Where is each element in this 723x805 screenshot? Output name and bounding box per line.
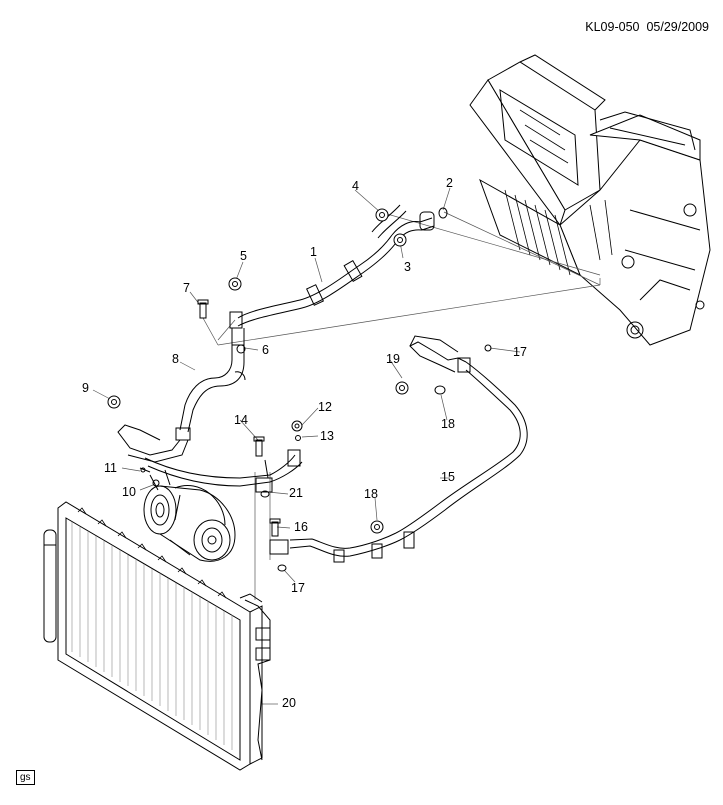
- callout-13: 13: [320, 429, 334, 443]
- callout-7: 7: [183, 281, 190, 295]
- suction-line-upper: [229, 204, 435, 346]
- callout-17-lower: 17: [291, 581, 305, 595]
- callout-19: 19: [386, 352, 400, 366]
- drawing-id: KL09-050: [585, 20, 640, 34]
- callout-14: 14: [234, 413, 248, 427]
- corner-tag: gs: [16, 770, 35, 785]
- hose-8: [117, 345, 246, 463]
- leader-lines: [92, 187, 601, 705]
- liquid-line-15: [269, 335, 528, 563]
- drawing-header: KL09-050 05/29/2009: [585, 20, 709, 34]
- callout-6: 6: [262, 343, 269, 357]
- callout-12: 12: [318, 400, 332, 414]
- drawing-date: 05/29/2009: [646, 20, 709, 34]
- callout-8: 8: [172, 352, 179, 366]
- callout-20: 20: [282, 696, 296, 710]
- compressor: [143, 469, 236, 562]
- callout-9: 9: [82, 381, 89, 395]
- callout-3: 3: [404, 260, 411, 274]
- callout-10: 10: [122, 485, 136, 499]
- callout-15: 15: [441, 470, 455, 484]
- condenser-20: [43, 501, 271, 771]
- callout-2: 2: [446, 176, 453, 190]
- callout-4: 4: [352, 179, 359, 193]
- hose-lower-suction: [144, 449, 303, 493]
- callout-18-upper: 18: [441, 417, 455, 431]
- callout-21: 21: [289, 486, 303, 500]
- callout-18-lower: 18: [364, 487, 378, 501]
- callout-1: 1: [310, 245, 317, 259]
- callout-11: 11: [104, 461, 117, 475]
- callout-16: 16: [294, 520, 308, 534]
- callout-17-upper: 17: [513, 345, 527, 359]
- hvac-module: [469, 54, 711, 346]
- callout-5: 5: [240, 249, 247, 263]
- fasteners: [107, 207, 492, 572]
